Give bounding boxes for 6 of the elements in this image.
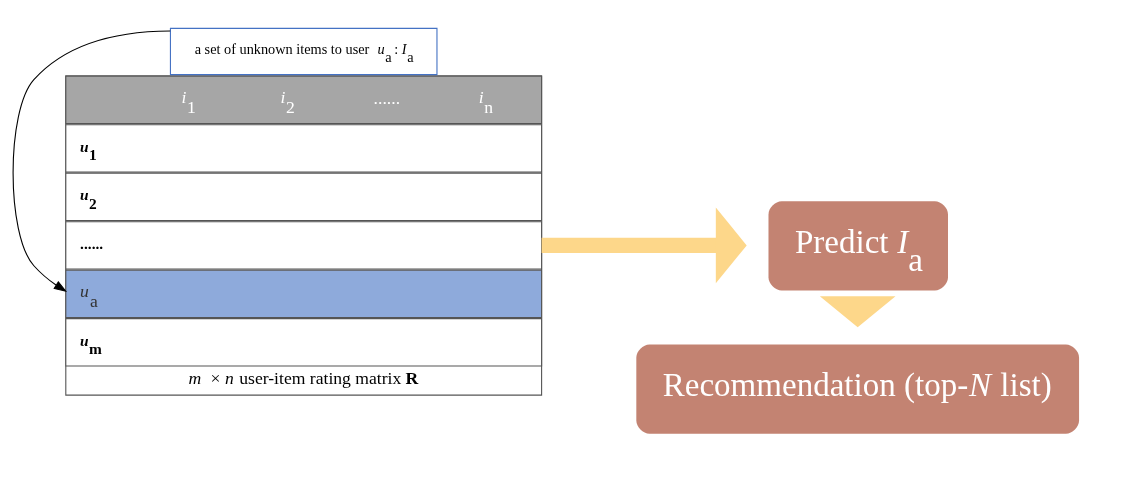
node-box: ...... bbox=[65, 221, 543, 270]
node-box: Recommendation (top-N list) bbox=[636, 344, 1080, 434]
arrow bbox=[819, 296, 896, 328]
arrow bbox=[12, 30, 171, 292]
arrow bbox=[541, 207, 747, 284]
node-label: m × n user-item rating matrix R bbox=[188, 367, 419, 388]
